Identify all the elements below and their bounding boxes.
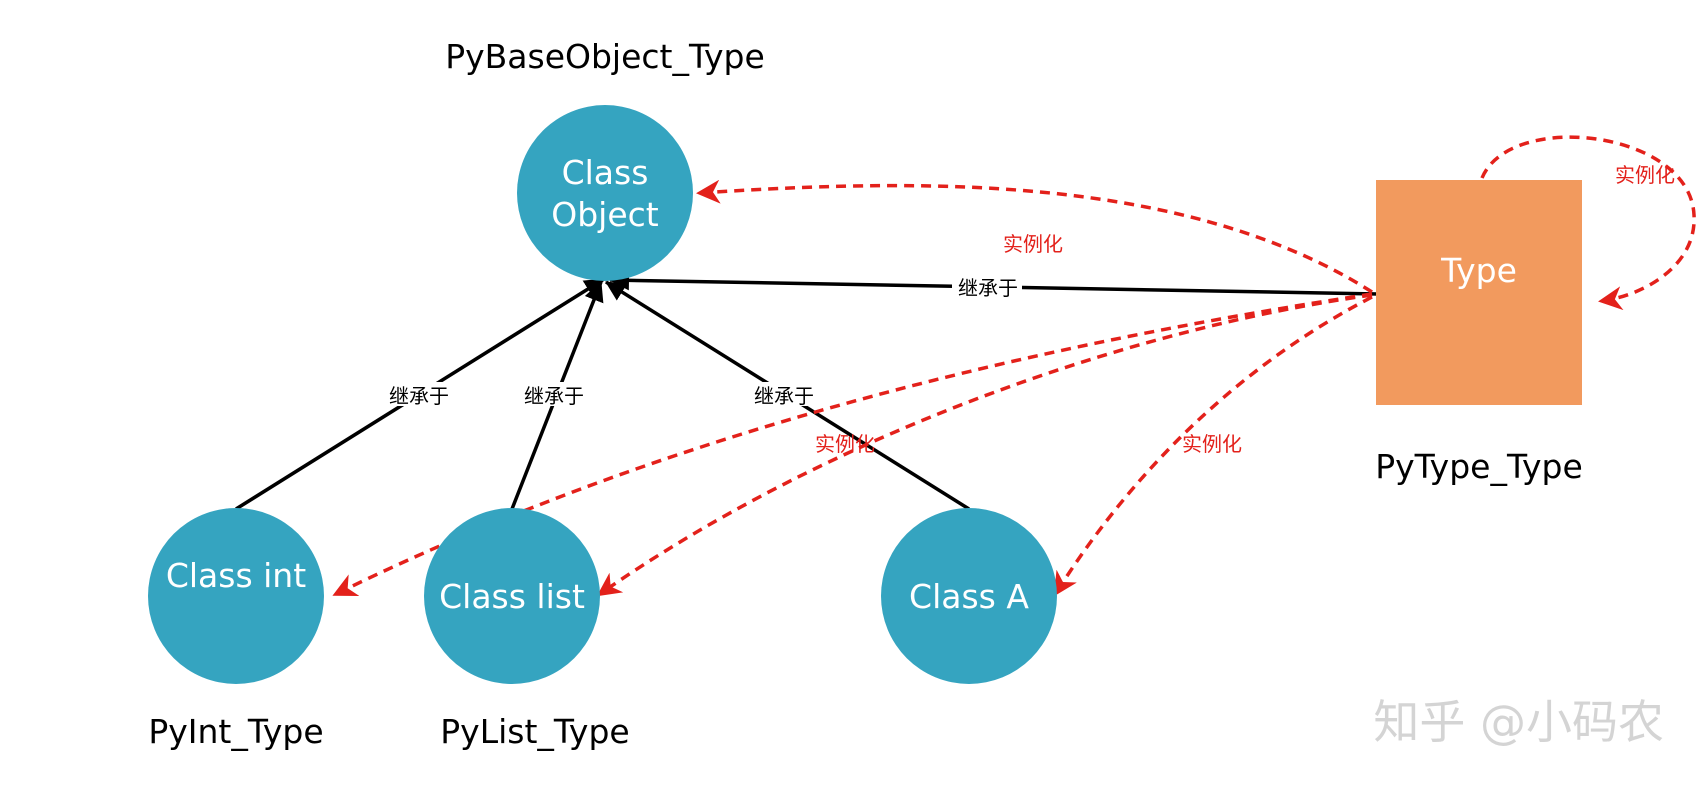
instance-label-list: 实例化: [815, 432, 875, 456]
class-object-circle: [517, 105, 693, 281]
watermark: 知乎 @小码农: [1373, 695, 1664, 749]
instance-label-a: 实例化: [1182, 432, 1242, 456]
instance-label-self: 实例化: [1615, 163, 1675, 187]
instance-edge-a: [1053, 295, 1373, 597]
class-object-label-line2: Object: [551, 195, 659, 234]
instance-edge-self: [1480, 135, 1696, 311]
class-int-circle: [148, 508, 324, 684]
inherit-label-a: 继承于: [754, 384, 814, 408]
class-object-label-line1: Class: [562, 153, 649, 192]
inherit-label-list: 继承于: [524, 384, 584, 408]
class-a-circle: [881, 508, 1057, 684]
class-list-circle: [424, 508, 600, 684]
instance-label-object: 实例化: [1003, 232, 1063, 256]
class-a-label: Class A: [909, 577, 1029, 616]
type-label: Type: [1440, 251, 1517, 290]
instance-edge-int: [332, 292, 1373, 596]
class-int-caption: PyInt_Type: [148, 712, 323, 751]
type-box: [1376, 180, 1582, 405]
class-list-label: Class list: [439, 577, 585, 616]
type-caption: PyType_Type: [1375, 447, 1583, 486]
inherit-label-int: 继承于: [389, 384, 449, 408]
inherit-label-type: 继承于: [958, 276, 1018, 300]
class-int-label: Class int: [166, 556, 306, 595]
instance-edge-object: [696, 179, 1373, 294]
class-object-caption: PyBaseObject_Type: [445, 37, 765, 76]
instance-edge-list: [596, 293, 1373, 597]
class-list-caption: PyList_Type: [440, 712, 629, 751]
